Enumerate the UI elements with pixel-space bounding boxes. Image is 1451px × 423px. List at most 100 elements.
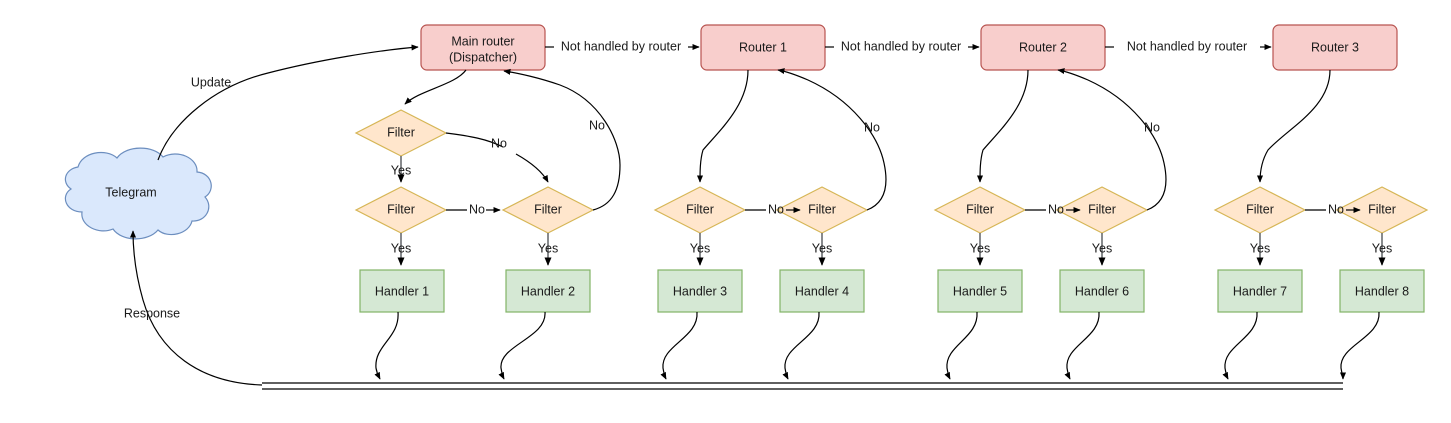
handler-6-box <box>1059 269 1145 313</box>
yes-label-filter-c: Yes <box>538 241 558 255</box>
edge-filter-3-yes-to-handler-5: Yes <box>970 233 990 266</box>
update-label: Update <box>191 75 231 89</box>
edge-handler-2-to-collector <box>498 311 546 380</box>
filter-4-node[interactable]: Filter <box>1055 186 1149 234</box>
edge-router2-to-router3: Not handled by router <box>1105 39 1272 53</box>
handler-1-label: Handler 1 <box>375 284 429 298</box>
filter-a-node[interactable]: Filter <box>354 109 448 157</box>
yes-label-filter-5: Yes <box>1250 241 1270 255</box>
edge-filter-a-yes-to-filter-b: Yes <box>391 156 411 183</box>
filter-5-node[interactable]: Filter <box>1213 186 1307 234</box>
filter-2-label: Filter <box>808 202 836 216</box>
router-1-label: Router 1 <box>739 40 787 54</box>
handler-3-box <box>657 269 743 313</box>
handler-8-node[interactable]: Handler 8 <box>1339 269 1425 313</box>
response-label: Response <box>124 306 180 320</box>
edge-filter-c-no-to-mainrouter: No <box>503 68 621 211</box>
filter-3-node[interactable]: Filter <box>933 186 1027 234</box>
filter-c-node[interactable]: Filter <box>501 186 595 234</box>
yes-label-filter-1: Yes <box>690 241 710 255</box>
filter-c-label: Filter <box>534 202 562 216</box>
no-label-filter-4: No <box>1144 120 1160 134</box>
handler-5-node[interactable]: Handler 5 <box>937 269 1023 313</box>
router-3-node[interactable]: Router 3 <box>1272 24 1398 71</box>
router-2-label: Router 2 <box>1019 40 1067 54</box>
filter-3-label: Filter <box>966 202 994 216</box>
edge-router1-to-router2: Not handled by router <box>825 39 980 53</box>
handler-7-label: Handler 7 <box>1233 284 1287 298</box>
not-handled-label-1: Not handled by router <box>561 39 681 53</box>
handler-6-label: Handler 6 <box>1075 284 1129 298</box>
edge-update: Update <box>157 44 419 161</box>
filter-2-node[interactable]: Filter <box>775 186 869 234</box>
telegram-label: Telegram <box>105 185 156 199</box>
filter-a-label: Filter <box>387 125 415 139</box>
no-label-filter-c: No <box>589 118 605 132</box>
no-label-filter-b: No <box>469 202 485 216</box>
handler-8-box <box>1339 269 1425 313</box>
filter-5-label: Filter <box>1246 202 1274 216</box>
response-collector-bar <box>262 382 1343 390</box>
edge-filter-a-no-to-filter-c: No <box>445 132 549 183</box>
no-label-filter-2: No <box>864 120 880 134</box>
handler-4-node[interactable]: Handler 4 <box>779 269 865 313</box>
filter-1-label: Filter <box>686 202 714 216</box>
edge-handler-3-to-collector <box>660 311 698 380</box>
edge-router3-to-filter-5 <box>1256 69 1331 183</box>
filter-6-label: Filter <box>1368 202 1396 216</box>
handler-4-box <box>779 269 865 313</box>
router-3-box <box>1272 24 1398 71</box>
no-label-filter-a: No <box>491 136 507 150</box>
edge-handler-7-to-collector <box>1222 311 1258 380</box>
no-label-filter-3: No <box>1048 202 1064 216</box>
main-router-node[interactable]: Main router (Dispatcher) <box>420 24 546 71</box>
edge-handler-5-to-collector <box>944 311 978 380</box>
router-3-label: Router 3 <box>1311 40 1359 54</box>
filter-6-node[interactable]: Filter <box>1335 186 1429 234</box>
yes-label-filter-b: Yes <box>391 241 411 255</box>
filter-b-node[interactable]: Filter <box>354 186 448 234</box>
edge-filter-b-no-to-filter-c: No <box>446 202 501 216</box>
edge-router1-to-filter-1 <box>696 69 749 183</box>
filter-1-node[interactable]: Filter <box>653 186 747 234</box>
handler-3-node[interactable]: Handler 3 <box>657 269 743 313</box>
main-router-label-line2: (Dispatcher) <box>449 50 517 64</box>
handler-2-node[interactable]: Handler 2 <box>505 269 591 313</box>
edge-filter-1-yes-to-handler-3: Yes <box>690 233 710 266</box>
no-label-filter-1: No <box>768 202 784 216</box>
yes-label-filter-4: Yes <box>1092 241 1112 255</box>
yes-label-filter-2: Yes <box>812 241 832 255</box>
edge-filter-5-yes-to-handler-7: Yes <box>1250 233 1270 266</box>
edge-filter-2-no-to-router1: No <box>777 68 887 211</box>
handler-5-box <box>937 269 1023 313</box>
cloud-shape <box>64 147 212 240</box>
handler-5-label: Handler 5 <box>953 284 1007 298</box>
edge-router2-to-filter-3 <box>976 69 1029 183</box>
filter-4-label: Filter <box>1088 202 1116 216</box>
edge-filter-3-no-to-filter-4: No <box>1025 202 1081 216</box>
edge-handler-1-to-collector <box>374 311 399 380</box>
telegram-cloud-node[interactable]: Telegram <box>64 147 212 240</box>
edge-response: Response <box>124 230 263 386</box>
router-2-node[interactable]: Router 2 <box>980 24 1106 71</box>
edge-handler-4-to-collector <box>782 311 820 380</box>
yes-label-filter-a: Yes <box>391 163 411 177</box>
main-router-label-line1: Main router <box>451 34 514 48</box>
edge-filter-2-yes-to-handler-4: Yes <box>812 233 832 266</box>
handler-8-label: Handler 8 <box>1355 284 1409 298</box>
handler-2-box <box>505 269 591 313</box>
not-handled-label-3: Not handled by router <box>1127 39 1247 53</box>
router-1-node[interactable]: Router 1 <box>700 24 826 71</box>
edge-handler-8-to-collector <box>1339 311 1380 380</box>
no-label-filter-5: No <box>1328 202 1344 216</box>
handler-7-node[interactable]: Handler 7 <box>1217 269 1303 313</box>
handler-2-label: Handler 2 <box>521 284 575 298</box>
filter-b-label: Filter <box>387 202 415 216</box>
edge-main-to-router1: Not handled by router <box>545 39 700 53</box>
edge-filter-b-yes-to-handler-1: Yes <box>391 233 411 266</box>
edge-filter-c-yes-to-handler-2: Yes <box>538 233 558 266</box>
handler-1-node[interactable]: Handler 1 <box>359 269 445 313</box>
handler-6-node[interactable]: Handler 6 <box>1059 269 1145 313</box>
